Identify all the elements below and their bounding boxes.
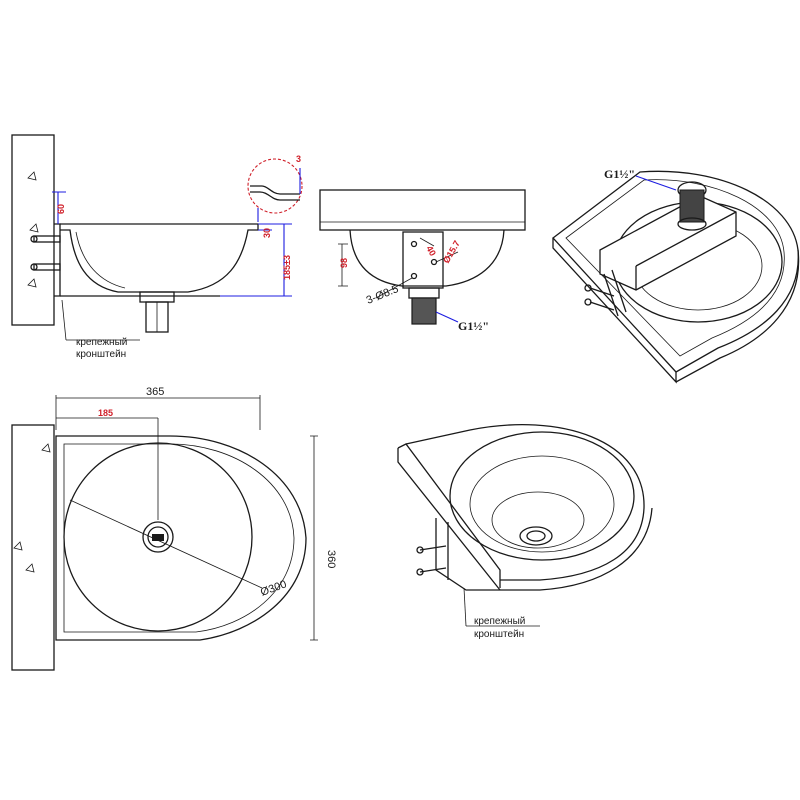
label-bracket-bot-2: кронштейн <box>474 629 524 640</box>
label-bracket-top-2: кронштейн <box>76 349 126 360</box>
plan-wall-hatch <box>13 443 51 573</box>
side-wall <box>11 134 55 326</box>
iso2-bowl <box>449 431 635 561</box>
label-bracket-top-1: крепежный <box>76 337 127 348</box>
detail-circle <box>247 158 303 214</box>
label-bracket-bot-1: крепежный <box>474 616 525 627</box>
iso2-bolts <box>416 545 447 576</box>
dim-diameter: Ø300 <box>259 578 288 598</box>
dim-side-rim: 30 <box>262 228 272 238</box>
dim-side-top: 60 <box>56 204 66 214</box>
plan-view: 365 185 360 Ø300 <box>11 386 337 671</box>
dim-front-hole-a: 40 <box>424 244 438 258</box>
dim-detail: 3 <box>296 154 301 164</box>
front-rim <box>319 189 526 231</box>
iso1-outer <box>552 170 799 373</box>
plan-wall <box>11 424 55 671</box>
iso-view-bottom: крепежный кронштейн <box>397 424 653 640</box>
front-thread <box>411 297 437 325</box>
plan-outer <box>55 435 307 641</box>
iso-view-top: G1½" <box>552 167 800 384</box>
side-basin <box>60 223 259 293</box>
side-bracket <box>54 223 61 297</box>
wall-hatch <box>27 171 39 288</box>
side-drain <box>139 291 175 333</box>
dim-depth-total: 360 <box>325 550 337 568</box>
side-bolts <box>30 235 61 271</box>
dim-side-height: 185±3 <box>282 255 292 280</box>
dim-front-height: 98 <box>339 258 349 268</box>
iso1-bracket <box>599 195 737 291</box>
side-view: 60 30 185±3 3 крепежный кронштейн <box>11 134 303 360</box>
front-bowl <box>349 229 505 287</box>
iso2-back-panel <box>397 443 501 588</box>
thread-front: G1½" <box>458 319 489 333</box>
dim-front-holes: 3-Ø8.5 <box>365 283 401 307</box>
iso2-drain <box>519 526 553 546</box>
dim-width-half: 185 <box>98 408 113 418</box>
plan-drain-outer <box>142 521 174 553</box>
dim-width-total: 365 <box>146 386 164 398</box>
iso1-bolts <box>584 284 615 311</box>
iso1-thread <box>679 189 705 223</box>
thread-iso: G1½" <box>604 167 635 181</box>
iso2-outer <box>405 424 645 581</box>
dim-front-hole-b: Ø15.7 <box>441 239 462 265</box>
front-view: 98 40 Ø15.7 3-Ø8.5 G1½" <box>319 189 526 333</box>
